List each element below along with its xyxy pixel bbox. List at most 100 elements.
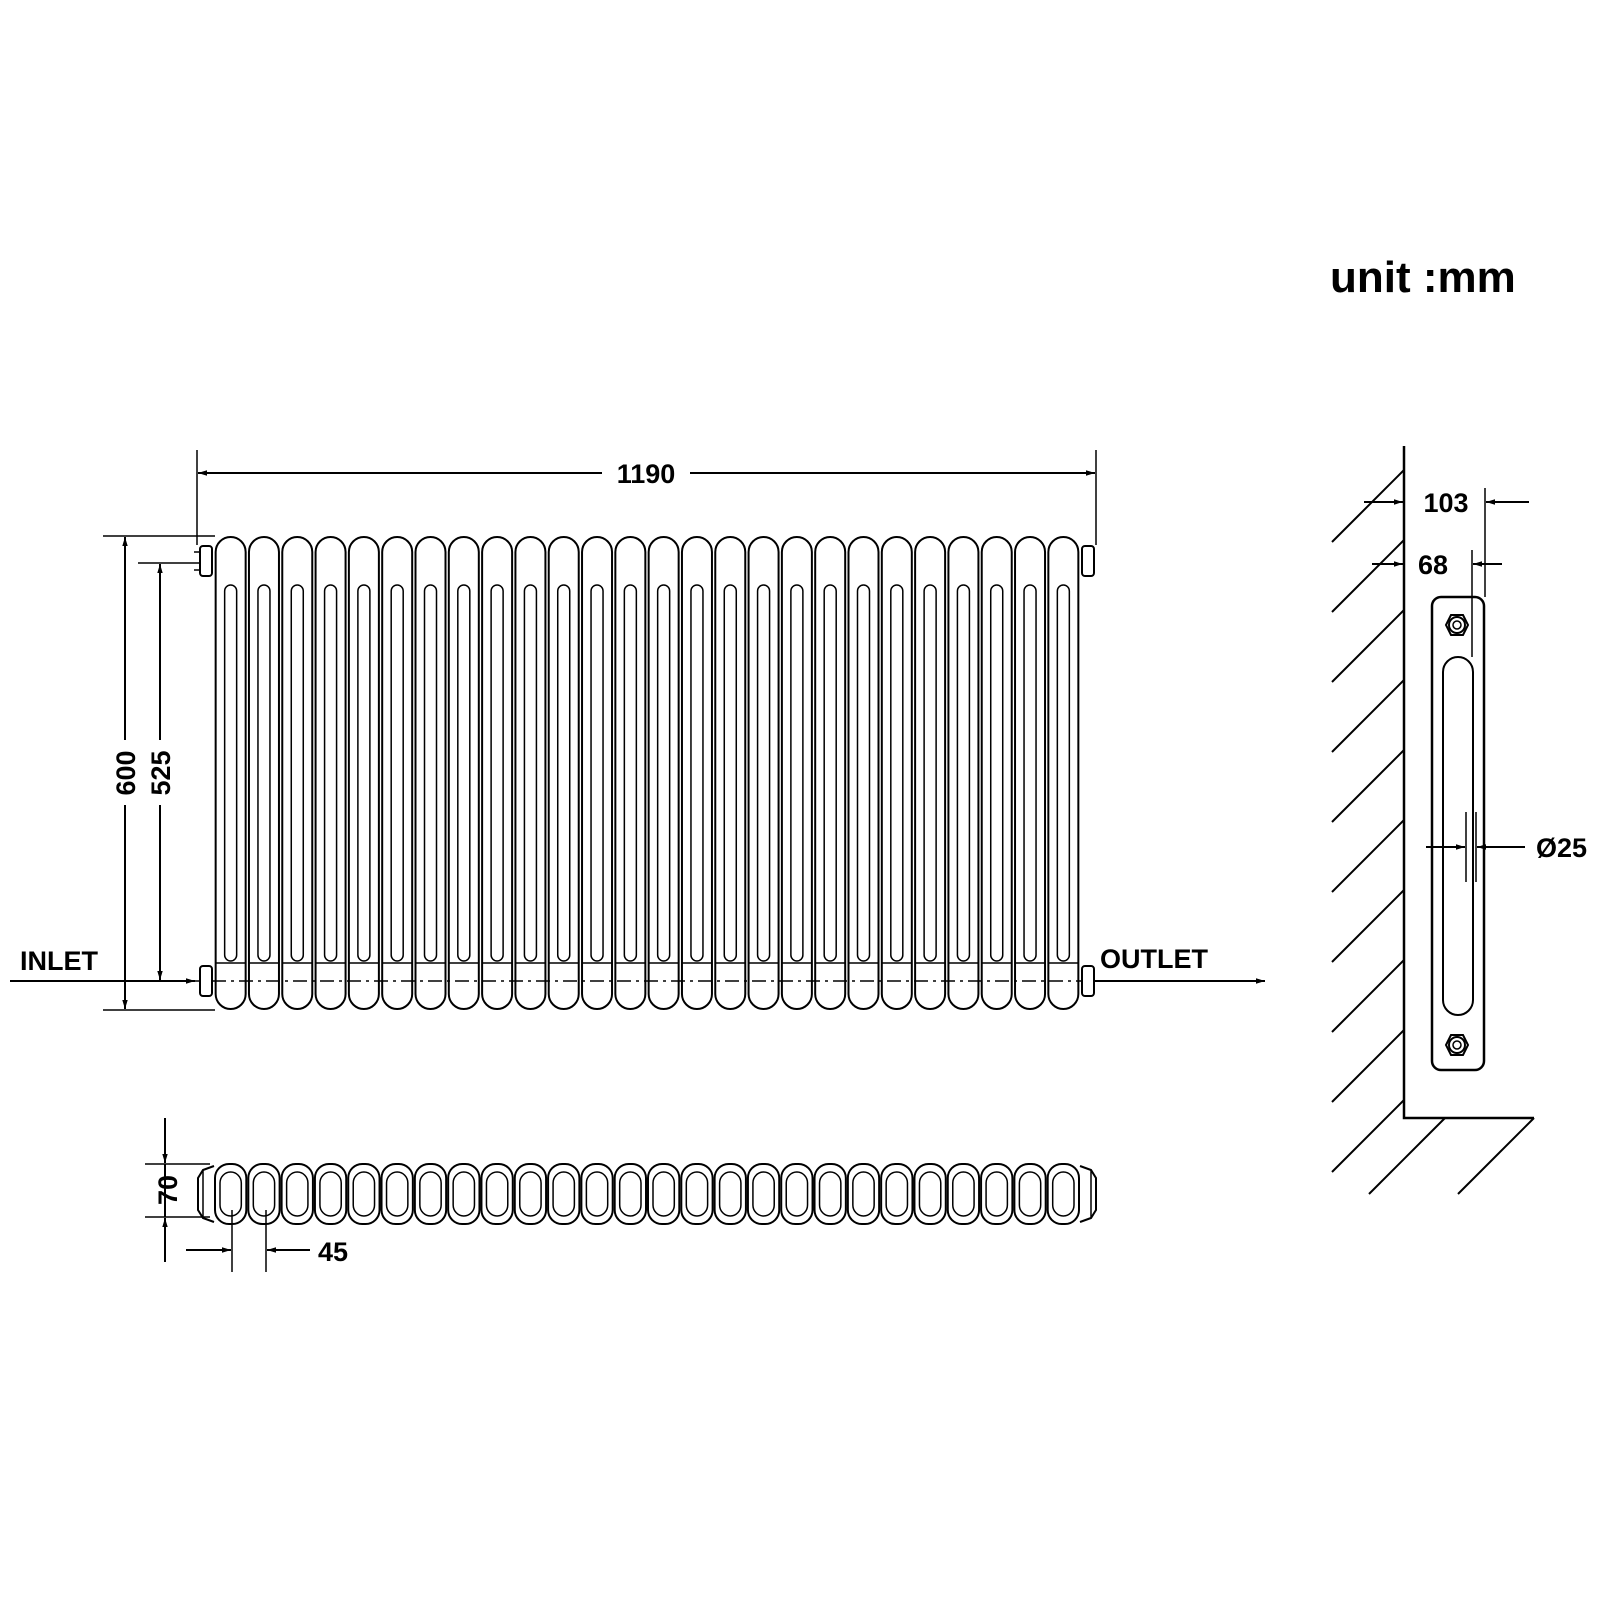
center-dimension: 525 bbox=[138, 562, 200, 982]
column-outline bbox=[847, 536, 880, 1010]
top-left-end bbox=[197, 1165, 215, 1223]
radiator-column bbox=[614, 536, 647, 1010]
radiator-column bbox=[680, 536, 713, 1010]
section-outline bbox=[846, 1163, 881, 1225]
inlet-arrow: INLET bbox=[10, 946, 195, 984]
section-inner bbox=[818, 1171, 842, 1217]
pipe-diameter-dim-label: Ø25 bbox=[1536, 833, 1587, 863]
radiator-column bbox=[647, 536, 680, 1010]
top-view-section bbox=[846, 1163, 881, 1225]
top-view-section bbox=[746, 1163, 781, 1225]
top-view-section bbox=[813, 1163, 847, 1225]
column-outline bbox=[747, 536, 780, 1010]
overall-depth-dim-label: 103 bbox=[1423, 488, 1468, 518]
top-view-section bbox=[413, 1163, 448, 1225]
pipe-diameter-dimension: Ø25 bbox=[1426, 812, 1587, 882]
section-outline bbox=[780, 1163, 814, 1225]
section-outline bbox=[447, 1163, 481, 1225]
column-outline bbox=[780, 536, 813, 1010]
hatch-line bbox=[1331, 469, 1405, 543]
section-outline bbox=[547, 1163, 581, 1225]
top-view-section bbox=[547, 1163, 581, 1225]
column-outline bbox=[581, 536, 614, 1010]
section-outline bbox=[247, 1163, 281, 1225]
column-inner-tube bbox=[390, 584, 404, 962]
column-inner-tube bbox=[290, 584, 305, 962]
section-outline bbox=[1013, 1163, 1047, 1225]
inlet-label: INLET bbox=[20, 946, 99, 976]
top-view-section bbox=[880, 1163, 914, 1225]
radiator-column bbox=[814, 536, 847, 1010]
outlet-label: OUTLET bbox=[1100, 944, 1208, 974]
radiator-column bbox=[747, 536, 780, 1010]
section-inner bbox=[918, 1171, 942, 1217]
right-top-valve bbox=[1081, 545, 1095, 577]
radiator-column bbox=[947, 536, 980, 1010]
column-outline bbox=[647, 536, 680, 1010]
radiator-column bbox=[880, 536, 913, 1010]
height-dim-label: 600 bbox=[111, 750, 141, 795]
top-view-section bbox=[1013, 1163, 1047, 1225]
column-inner-tube bbox=[223, 584, 238, 962]
pitch-dim-label: 45 bbox=[318, 1237, 348, 1267]
top-view-section bbox=[980, 1163, 1014, 1225]
section-outline bbox=[813, 1163, 847, 1225]
column-inner-tube bbox=[323, 584, 338, 962]
center-dim-label: 525 bbox=[146, 750, 176, 795]
column-inner-tube bbox=[490, 584, 504, 962]
section-outline bbox=[746, 1163, 781, 1225]
section-inner bbox=[219, 1171, 243, 1217]
height-dimension: 600 bbox=[103, 535, 215, 1011]
section-inner bbox=[552, 1171, 576, 1217]
radiator-column bbox=[414, 536, 447, 1010]
column-outline bbox=[281, 536, 314, 1010]
column-inner-tube bbox=[423, 584, 438, 962]
column-outline bbox=[447, 536, 480, 1010]
top-view-section bbox=[480, 1163, 514, 1225]
section-inner bbox=[885, 1171, 909, 1217]
column-inner-tube bbox=[257, 584, 271, 962]
section-outline bbox=[214, 1163, 248, 1225]
column-inner-tube bbox=[357, 584, 371, 962]
wall bbox=[1331, 446, 1535, 1195]
column-inner-tube bbox=[1023, 584, 1037, 962]
overall-depth-dimension: 103 bbox=[1364, 488, 1529, 597]
section-inner bbox=[1051, 1171, 1075, 1217]
width-dimension: 1190 bbox=[196, 450, 1097, 545]
column-outline bbox=[714, 536, 747, 1010]
section-inner bbox=[785, 1171, 809, 1217]
top-view-section bbox=[647, 1163, 681, 1225]
section-inner bbox=[452, 1171, 476, 1217]
column-inner-tube bbox=[756, 584, 771, 962]
column-inner-tube bbox=[790, 584, 804, 962]
left-top-valve bbox=[194, 545, 213, 577]
section-outline bbox=[1046, 1163, 1080, 1225]
radiator-column bbox=[714, 536, 747, 1010]
section-inner bbox=[718, 1171, 742, 1217]
section-outline bbox=[580, 1163, 614, 1225]
top-view-section bbox=[780, 1163, 814, 1225]
column-inner-tube bbox=[989, 584, 1004, 962]
radiator-column bbox=[547, 536, 580, 1010]
section-outline bbox=[946, 1163, 981, 1225]
side-view: 103 68 Ø25 bbox=[1331, 446, 1587, 1195]
section-outline bbox=[380, 1163, 414, 1225]
hatch-line bbox=[1331, 1029, 1405, 1103]
hatch-line bbox=[1331, 749, 1405, 823]
column-inner-tube bbox=[457, 584, 471, 962]
section-inner bbox=[685, 1171, 709, 1217]
hatch-line bbox=[1331, 959, 1405, 1033]
top-view-section bbox=[1046, 1163, 1080, 1225]
depth-dimension: 70 bbox=[145, 1118, 210, 1262]
top-view-section bbox=[313, 1163, 348, 1225]
bottom-connector-icon bbox=[1444, 1034, 1470, 1056]
top-right-end bbox=[1079, 1165, 1097, 1223]
hatch-line bbox=[1457, 1117, 1535, 1195]
column-outline bbox=[947, 536, 980, 1010]
right-bottom-valve bbox=[1081, 965, 1095, 997]
column-outline bbox=[980, 536, 1013, 1010]
top-view-section bbox=[713, 1163, 747, 1225]
column-inner-tube bbox=[823, 584, 837, 962]
body-depth-dim-label: 68 bbox=[1418, 550, 1448, 580]
radiator-columns bbox=[214, 536, 1080, 1010]
